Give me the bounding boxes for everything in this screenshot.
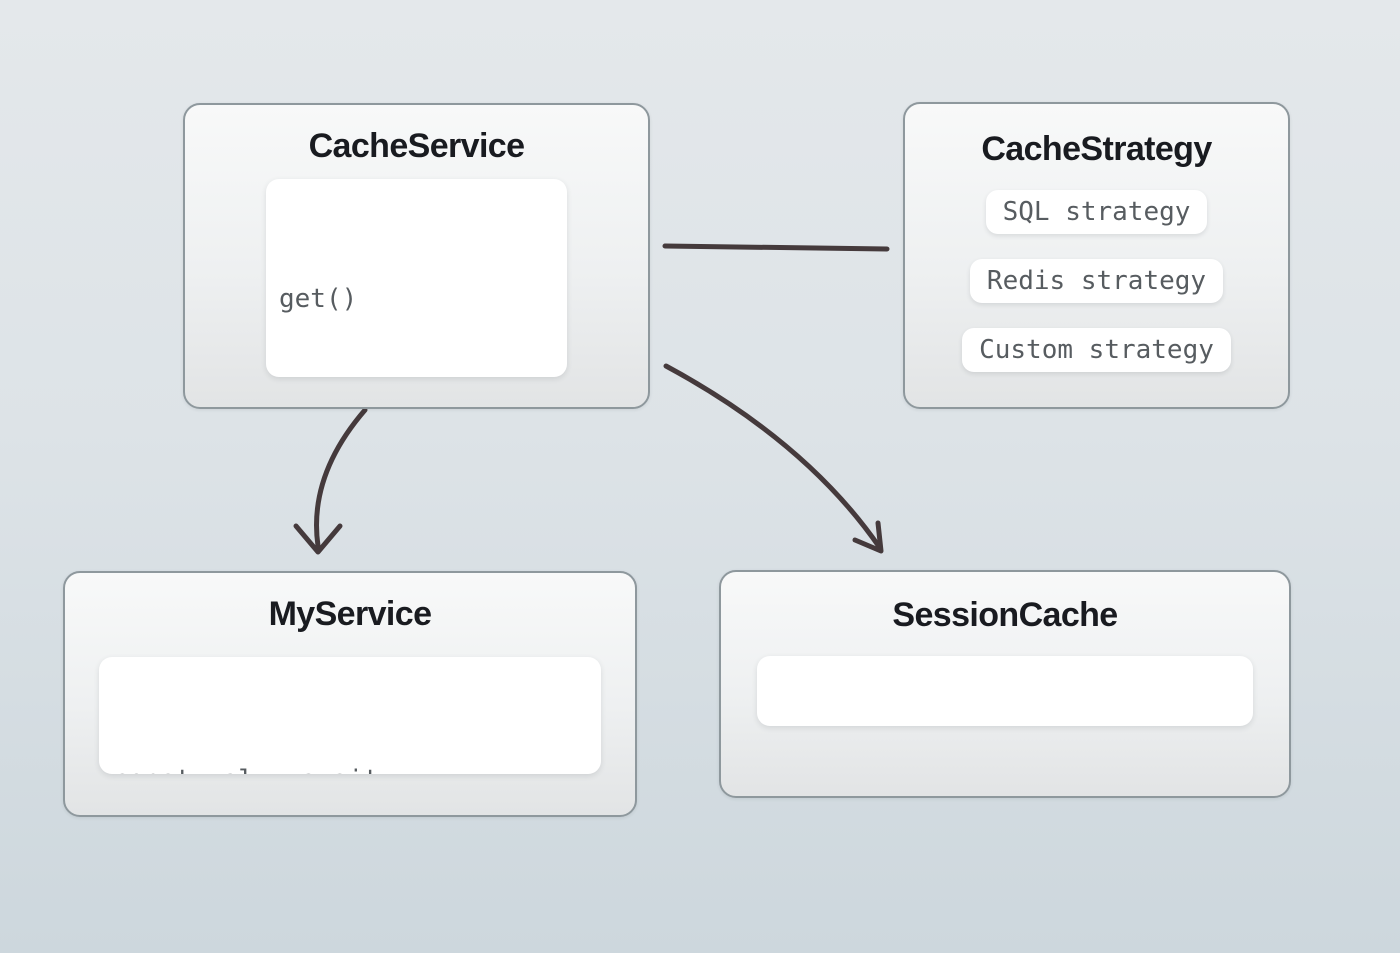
myservice-code-panel: const val = await cacheService.get('key'… xyxy=(99,657,601,774)
cacheservice-methods-panel: get() set() delete() invalidateTags() xyxy=(266,179,567,377)
node-sessioncache: SessionCache DefaultSessionCacheStrategy xyxy=(719,570,1291,798)
code-line-const: const val = await xyxy=(113,758,601,774)
node-myservice: MyService const val = await cacheService… xyxy=(63,571,637,817)
strategy-pill-redis: Redis strategy xyxy=(969,259,1224,303)
connector-cacheservice-cachestrategy xyxy=(662,243,890,252)
sessioncache-title: SessionCache xyxy=(892,596,1118,634)
arrowhead-myservice-icon xyxy=(293,523,343,555)
myservice-title: MyService xyxy=(268,595,432,633)
node-cachestrategy: CacheStrategy SQL strategy Redis strateg… xyxy=(903,102,1290,409)
sessioncache-strategy-panel: DefaultSessionCacheStrategy xyxy=(757,656,1253,726)
arrow-cacheservice-sessioncache xyxy=(663,363,883,551)
node-cacheservice: CacheService get() set() delete() invali… xyxy=(183,103,650,409)
arrow-cacheservice-myservice xyxy=(314,407,368,549)
cacheservice-title: CacheService xyxy=(308,127,525,165)
arrowhead-sessioncache-icon xyxy=(852,520,884,554)
cachestrategy-title: CacheStrategy xyxy=(981,130,1212,168)
strategy-pill-sql: SQL strategy xyxy=(985,190,1208,234)
strategy-pill-custom: Custom strategy xyxy=(962,328,1231,372)
strategy-list: SQL strategy Redis strategy Custom strat… xyxy=(905,190,1288,372)
method-get: get() xyxy=(279,284,358,314)
